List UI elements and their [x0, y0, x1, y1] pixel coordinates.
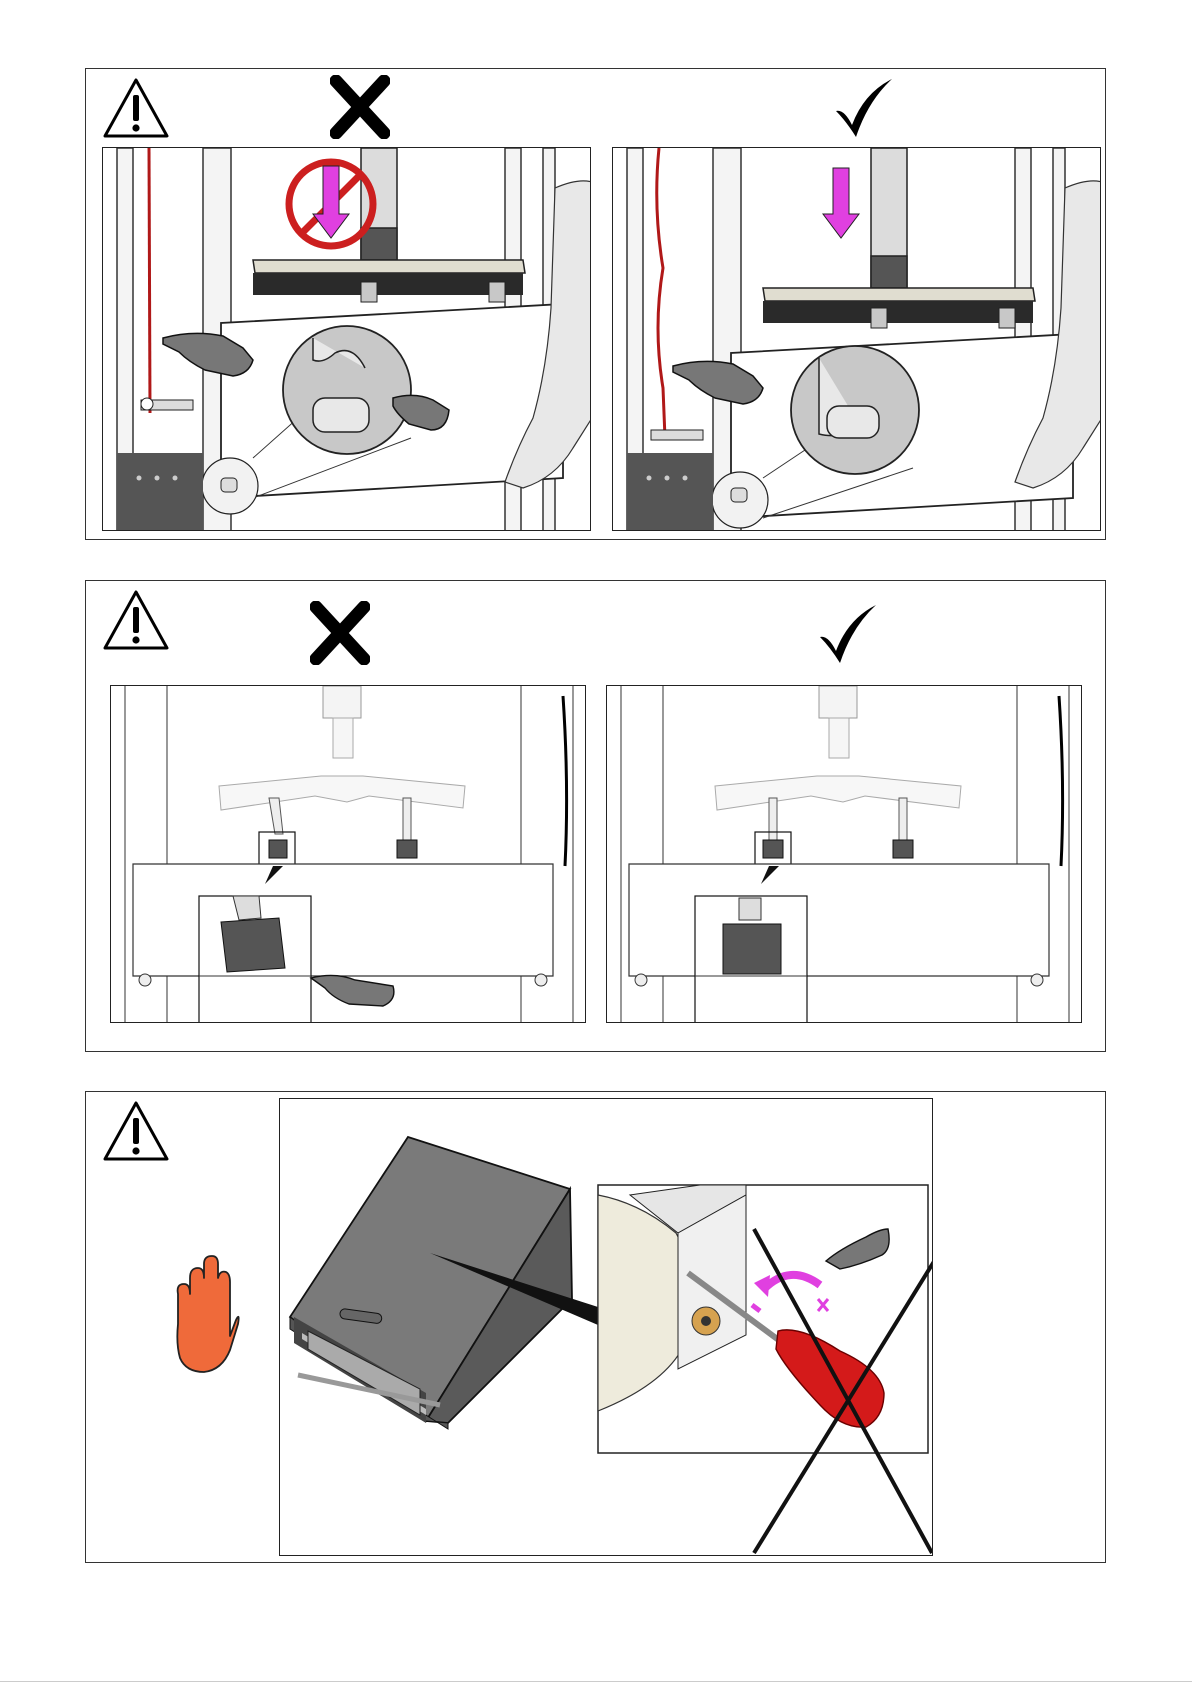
warning-triangle-icon [102, 1100, 170, 1162]
scene-correct-alignment [606, 685, 1082, 1023]
warning-triangle-icon [102, 77, 170, 139]
warning-triangle-icon [102, 589, 170, 651]
check-mark-icon [832, 75, 896, 141]
instruction-panel-1 [85, 68, 1106, 540]
page-footer-rule [0, 1681, 1192, 1682]
scene-wrong-latch [102, 147, 591, 531]
cross-mark-icon [310, 601, 370, 665]
cross-mark-icon [330, 75, 390, 139]
instruction-panel-3 [85, 1091, 1106, 1563]
stop-hand-icon [164, 1254, 240, 1376]
check-mark-icon [816, 601, 880, 667]
scene-screw-adjustment [279, 1098, 933, 1556]
instruction-panel-2 [85, 580, 1106, 1052]
scene-wrong-alignment [110, 685, 586, 1023]
scene-correct-latch [612, 147, 1101, 531]
